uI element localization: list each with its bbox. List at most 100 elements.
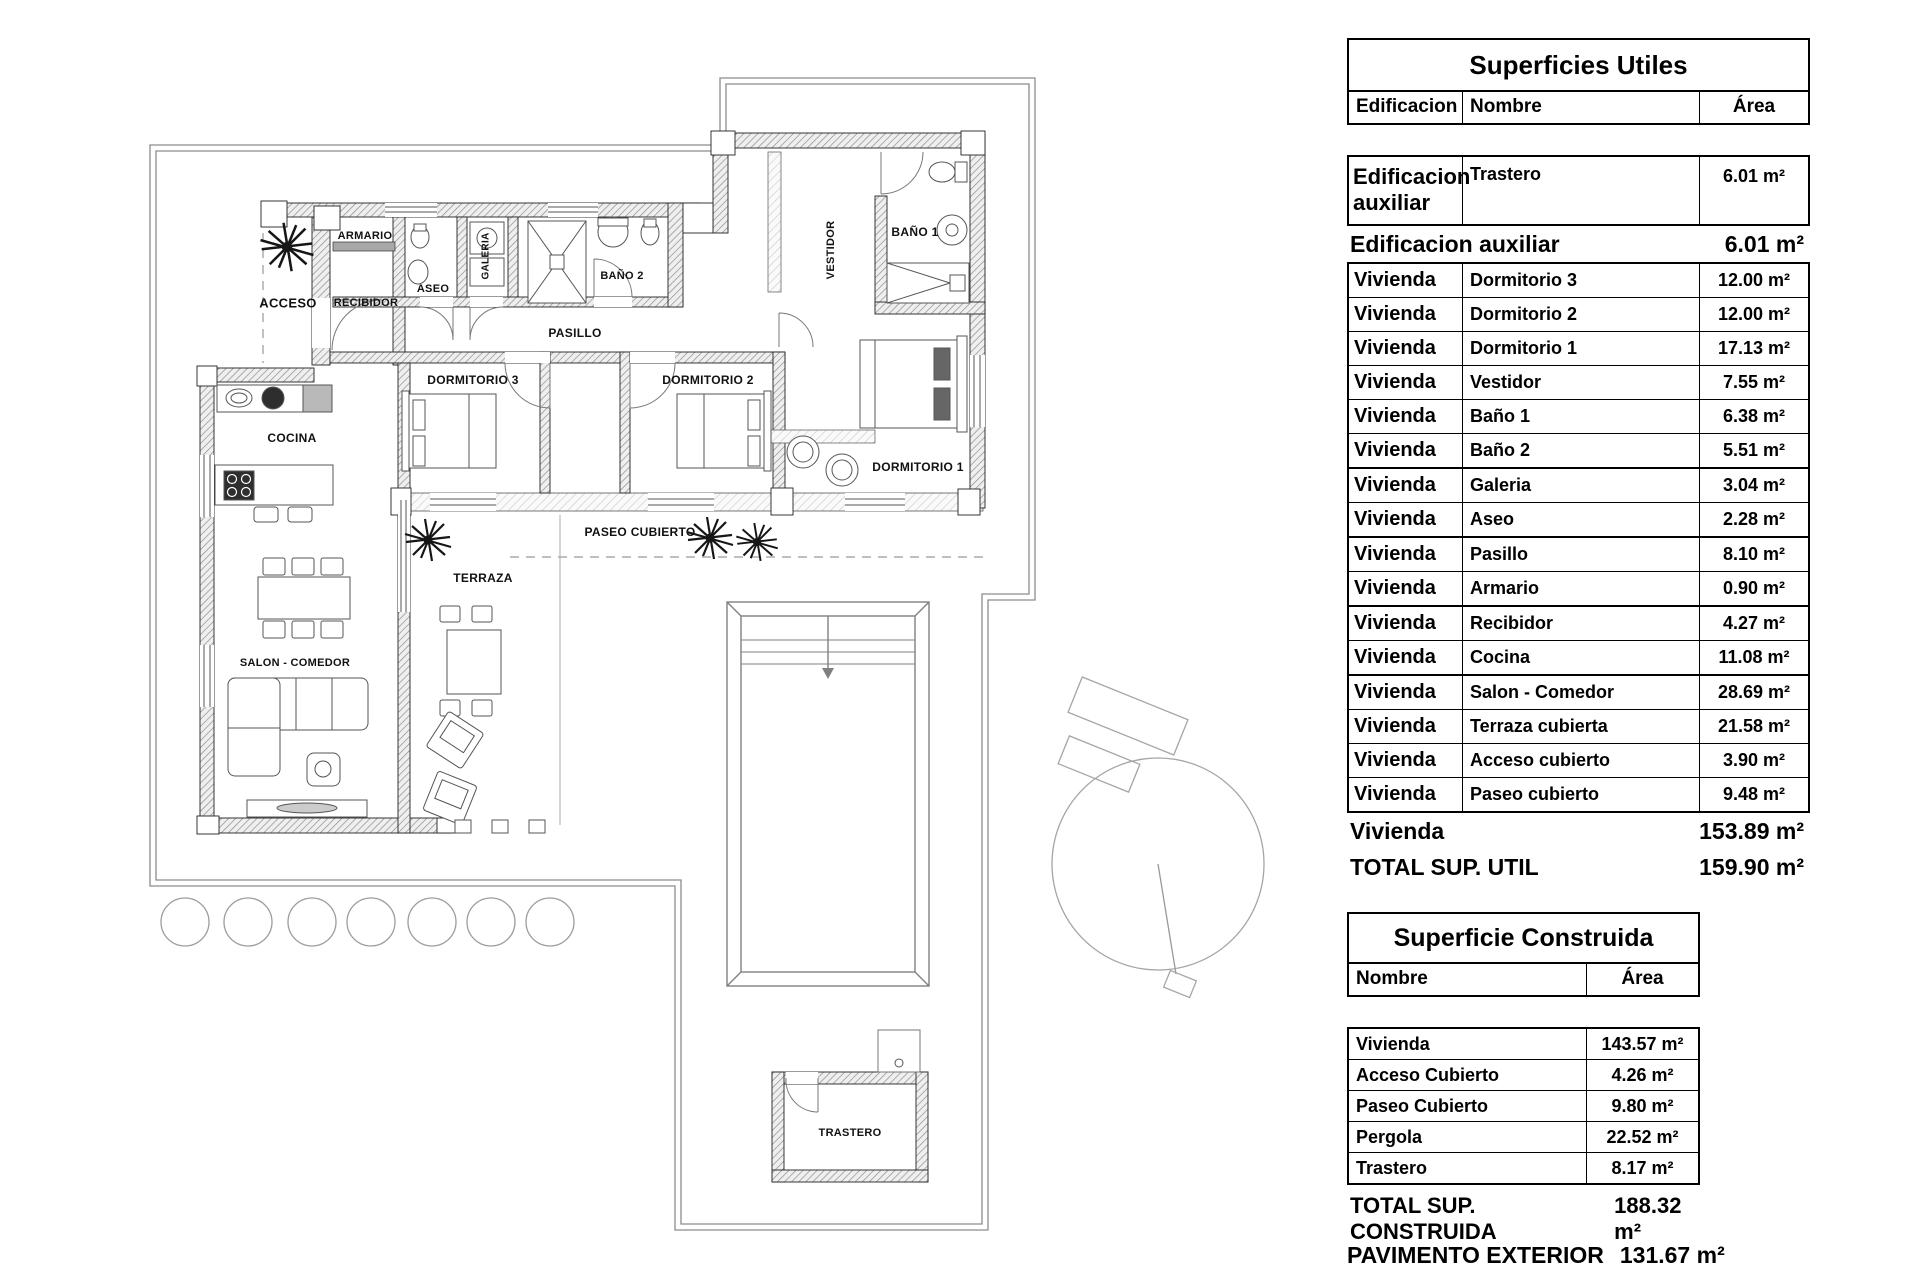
total-construida-value: 188.32 m² (1614, 1193, 1682, 1244)
vivienda-summary-row: Vivienda 153.89 m² (1347, 813, 1810, 849)
total-util-row: TOTAL SUP. UTIL 159.90 m² (1347, 849, 1810, 885)
table-cell: Vivienda (1356, 1033, 1430, 1054)
table-cell: 6.38 m² (1699, 399, 1808, 433)
aux-nombre: Trastero (1462, 157, 1699, 224)
table-cell: Cocina (1462, 640, 1699, 674)
table-cell: Acceso cubierto (1462, 743, 1699, 777)
construida-header-box: Superficie Construida Nombre Área (1347, 912, 1700, 997)
table-cell: Vivienda (1354, 542, 1436, 565)
table-cell: Dormitorio 2 (1462, 297, 1699, 331)
aux-edificacion: Edificacion auxiliar (1353, 164, 1471, 216)
column-header-nombre: Nombre (1356, 968, 1428, 989)
table-cell: Terraza cubierta (1462, 709, 1699, 743)
aux-area: 6.01 m² (1699, 157, 1808, 224)
column-header-area: Área (1586, 964, 1698, 995)
table-cell: Dormitorio 3 (1462, 263, 1699, 297)
table-cell: Vivienda (1354, 438, 1436, 461)
table-cell: 8.17 m² (1586, 1153, 1698, 1183)
table-cell: Vivienda (1354, 576, 1436, 599)
construida-title: Superficie Construida (1393, 923, 1654, 952)
table-cell: Vivienda (1354, 748, 1436, 771)
table-cell: Acceso Cubierto (1356, 1064, 1500, 1085)
table-cell: 12.00 m² (1699, 263, 1808, 297)
column-header-area: Área (1699, 92, 1808, 123)
table-cell: Vivienda (1354, 473, 1436, 496)
table-cell: Vivienda (1354, 507, 1436, 530)
table-cell: Paseo cubierto (1462, 777, 1699, 811)
table-cell: Trastero (1356, 1157, 1428, 1178)
table-cell: Armario (1462, 571, 1699, 605)
trees (160, 897, 575, 947)
table-cell: Vivienda (1354, 680, 1436, 703)
windows (200, 203, 985, 707)
table-cell: Vivienda (1354, 302, 1436, 325)
table-cell: 0.90 m² (1699, 571, 1808, 605)
table-cell: Recibidor (1462, 606, 1699, 640)
table-cell: Vivienda (1354, 370, 1436, 393)
pilasters (196, 130, 986, 835)
utiles-header-row: Edificacion Nombre Área (1349, 90, 1808, 123)
table-cell: 12.00 m² (1699, 297, 1808, 331)
table-cell: Galeria (1462, 468, 1699, 502)
table-cell: 9.80 m² (1586, 1091, 1698, 1121)
table-cell: 4.27 m² (1699, 606, 1808, 640)
property-boundary (149, 77, 1036, 1231)
aux-summary-value: 6.01 m² (1724, 230, 1804, 257)
table-cell: Vivienda (1354, 714, 1436, 737)
table-row: Vivienda 143.57 m² (1349, 1029, 1698, 1059)
table-cell: 9.48 m² (1699, 777, 1808, 811)
table-cell: 3.90 m² (1699, 743, 1808, 777)
table-cell: Baño 1 (1462, 399, 1699, 433)
table-cell: 2.28 m² (1699, 502, 1808, 536)
table-cell: Vestidor (1462, 365, 1699, 399)
table-cell: Vivienda (1354, 782, 1436, 805)
table-cell: Vivienda (1354, 404, 1436, 427)
table-cell: 143.57 m² (1586, 1029, 1698, 1059)
table-cell: Vivienda (1354, 268, 1436, 291)
doors (312, 151, 924, 1113)
vivienda-summary-label: Vivienda (1350, 817, 1445, 844)
construida-header-row: Nombre Área (1349, 962, 1698, 995)
table-cell: Pergola (1356, 1126, 1423, 1147)
aux-building-row: Edificacion auxiliar Trastero 6.01 m² (1347, 155, 1810, 226)
superficie-construida-table: Superficie Construida Nombre Área Vivien… (1347, 912, 1700, 1245)
table-cell: Aseo (1462, 502, 1699, 536)
pavimento-exterior-line: PAVIMENTO EXTERIOR 131.67 m² (1347, 1242, 1725, 1269)
superficies-utiles-table: Superficies Utiles Edificacion Nombre Ár… (1347, 38, 1810, 885)
table-cell: 11.08 m² (1699, 640, 1808, 674)
table-row: Trastero 8.17 m² (1349, 1152, 1698, 1183)
table-cell: 21.58 m² (1699, 709, 1808, 743)
furniture-layer (214, 161, 970, 1073)
vivienda-summary-value: 153.89 m² (1699, 817, 1804, 844)
table-cell: 28.69 m² (1699, 675, 1808, 709)
total-util-label: TOTAL SUP. UTIL (1350, 853, 1539, 880)
table-cell: Pasillo (1462, 537, 1699, 571)
column-header-edificacion: Edificacion (1356, 96, 1458, 117)
total-construida-row: TOTAL SUP. CONSTRUIDA 188.32 m² (1347, 1193, 1700, 1245)
pool (726, 601, 930, 987)
aux-summary-label: Edificacion auxiliar (1350, 230, 1560, 257)
table-cell: 8.10 m² (1699, 537, 1808, 571)
pergola (1051, 676, 1265, 999)
utiles-header-box: Superficies Utiles Edificacion Nombre Ár… (1347, 38, 1810, 125)
table-cell: 5.51 m² (1699, 433, 1808, 467)
table-cell: Dormitorio 1 (1462, 331, 1699, 365)
table-cell: Vivienda (1354, 336, 1436, 359)
